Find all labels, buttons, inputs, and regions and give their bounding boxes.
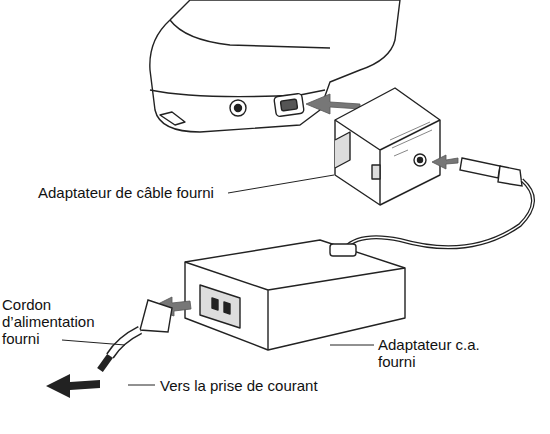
dc-plug	[460, 158, 522, 186]
cable-strain-relief	[330, 244, 356, 256]
ac-plug	[100, 300, 172, 370]
dc-jack	[418, 158, 423, 163]
ac-plug-body	[140, 300, 172, 332]
leader-line	[62, 340, 125, 345]
leader-line	[330, 345, 374, 346]
ac-adapter	[185, 240, 405, 350]
camera-jack	[230, 100, 246, 116]
cable-adapter-switch	[372, 165, 380, 179]
dc-jack	[414, 154, 426, 166]
cable-adapter-connector	[335, 132, 350, 168]
power-cord	[110, 330, 140, 356]
dc-cable	[345, 180, 533, 248]
cable-adapter-edge	[335, 120, 440, 205]
camera-edge	[170, 20, 330, 48]
ac-inlet	[200, 285, 240, 328]
cable-adapter-body	[335, 88, 440, 205]
camera-port	[280, 99, 297, 111]
camera-detail	[160, 112, 185, 125]
part-label: Cordon d’alimentation fourni	[2, 296, 102, 347]
dc-cable	[345, 180, 533, 248]
camera-jack	[235, 105, 242, 112]
ac-adapter-body	[185, 240, 405, 350]
printed-marking	[390, 122, 432, 156]
camera-port	[274, 93, 305, 117]
leader-lines	[62, 175, 374, 385]
dc-plug-body	[460, 158, 500, 178]
dc-plug-grip	[498, 166, 522, 186]
power-cord	[100, 356, 110, 370]
leader-line	[228, 175, 334, 193]
part-label: Vers la prise de courant	[160, 377, 318, 394]
ac-inlet-pins	[212, 298, 230, 314]
part-label: Adaptateur de câble fourni	[38, 184, 214, 201]
power-cord	[110, 330, 140, 356]
insert-arrow	[432, 155, 458, 169]
cable-adapter	[335, 88, 440, 205]
ac-adapter-edge	[185, 262, 405, 350]
leader-line	[128, 385, 155, 386]
part-label: Adaptateur c.a. fourni	[378, 336, 488, 370]
direction-arrow	[46, 374, 100, 398]
